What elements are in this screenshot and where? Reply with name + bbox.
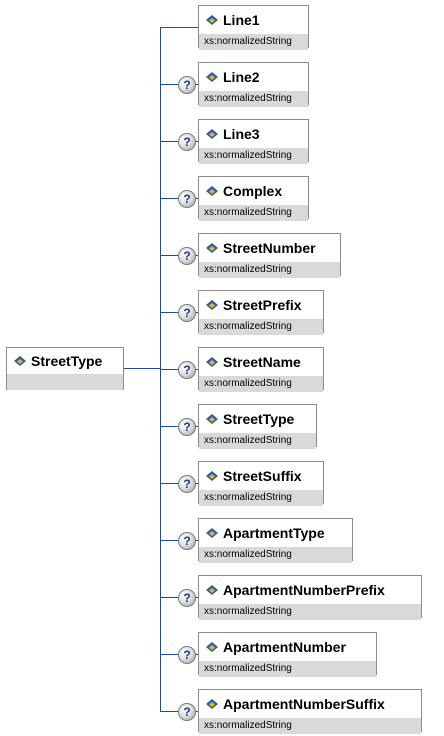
element-streettype[interactable]: StreetType xs:normalizedString: [198, 404, 317, 449]
element-type: xs:normalizedString: [199, 34, 308, 50]
root-element-streettype[interactable]: StreetType: [6, 347, 124, 390]
element-type: xs:normalizedString: [199, 319, 323, 335]
element-streetprefix[interactable]: StreetPrefix xs:normalizedString: [198, 290, 324, 335]
element-line1[interactable]: Line1 xs:normalizedString: [198, 5, 309, 50]
element-streetnumber[interactable]: StreetNumber xs:normalizedString: [198, 233, 341, 278]
element-apartmentnumber[interactable]: ApartmentNumber xs:normalizedString: [198, 632, 377, 677]
element-name: StreetType: [223, 411, 295, 427]
element-type: xs:normalizedString: [199, 604, 421, 620]
element-type: xs:normalizedString: [199, 490, 323, 506]
element-name: StreetNumber: [223, 240, 316, 256]
element-apartmentnumbersuffix[interactable]: ApartmentNumberSuffix xs:normalizedString: [198, 689, 422, 734]
element-type: xs:normalizedString: [199, 376, 323, 392]
optional-icon: ?: [178, 76, 196, 94]
element-apartmenttype[interactable]: ApartmentType xs:normalizedString: [198, 518, 353, 563]
element-icon: [206, 699, 218, 709]
optional-icon: ?: [178, 418, 196, 436]
element-icon: [206, 414, 218, 424]
element-name: Complex: [223, 183, 283, 199]
element-name: Line1: [223, 12, 260, 28]
optional-icon: ?: [178, 532, 196, 550]
element-icon: [206, 357, 218, 367]
element-name: StreetPrefix: [223, 297, 302, 313]
element-name: Line3: [223, 126, 260, 142]
element-streetname[interactable]: StreetName xs:normalizedString: [198, 347, 324, 392]
element-name: StreetName: [223, 354, 301, 370]
element-name: ApartmentNumberSuffix: [223, 696, 385, 712]
element-type: xs:normalizedString: [199, 661, 376, 677]
element-name: ApartmentNumber: [223, 639, 346, 655]
optional-icon: ?: [178, 304, 196, 322]
element-icon: [14, 356, 26, 366]
element-icon: [206, 471, 218, 481]
element-name: ApartmentNumberPrefix: [223, 582, 385, 598]
element-type: xs:normalizedString: [199, 262, 340, 278]
element-type: xs:normalizedString: [199, 91, 308, 107]
element-icon: [206, 300, 218, 310]
element-type: xs:normalizedString: [199, 547, 352, 563]
element-icon: [206, 528, 218, 538]
element-line2[interactable]: Line2 xs:normalizedString: [198, 62, 309, 107]
optional-icon: ?: [178, 589, 196, 607]
root-type-band: [7, 374, 123, 390]
optional-icon: ?: [178, 247, 196, 265]
optional-icon: ?: [178, 703, 196, 721]
element-streetsuffix[interactable]: StreetSuffix xs:normalizedString: [198, 461, 324, 506]
root-element-name: StreetType: [31, 353, 103, 369]
element-type: xs:normalizedString: [199, 148, 308, 164]
element-icon: [206, 15, 218, 25]
element-type: xs:normalizedString: [199, 433, 316, 449]
element-name: Line2: [223, 69, 260, 85]
optional-icon: ?: [178, 133, 196, 151]
element-icon: [206, 642, 218, 652]
element-type: xs:normalizedString: [199, 718, 421, 734]
element-icon: [206, 72, 218, 82]
element-apartmentnumberprefix[interactable]: ApartmentNumberPrefix xs:normalizedString: [198, 575, 422, 620]
element-line3[interactable]: Line3 xs:normalizedString: [198, 119, 309, 164]
optional-icon: ?: [178, 646, 196, 664]
optional-icon: ?: [178, 475, 196, 493]
element-name: StreetSuffix: [223, 468, 302, 484]
element-icon: [206, 129, 218, 139]
element-name: ApartmentType: [223, 525, 325, 541]
element-icon: [206, 243, 218, 253]
element-icon: [206, 585, 218, 595]
optional-icon: ?: [178, 361, 196, 379]
element-type: xs:normalizedString: [199, 205, 308, 221]
element-icon: [206, 186, 218, 196]
element-complex[interactable]: Complex xs:normalizedString: [198, 176, 309, 221]
optional-icon: ?: [178, 190, 196, 208]
